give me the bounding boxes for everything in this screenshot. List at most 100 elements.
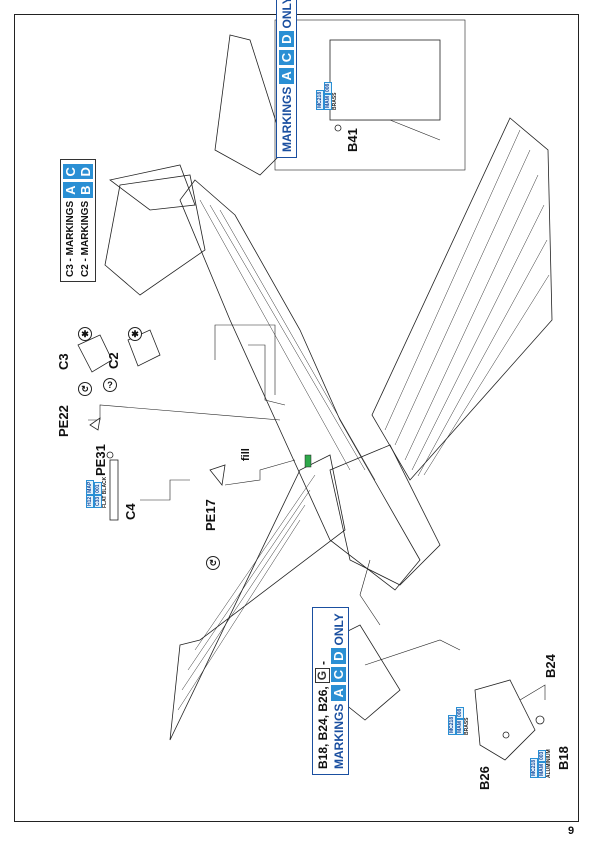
label-c3: C3	[56, 353, 71, 370]
washer-pe31	[106, 451, 114, 459]
paint-tag-b26-row2: MAM 008	[456, 706, 464, 735]
leader-c3	[214, 324, 276, 395]
leader-c2	[248, 344, 286, 406]
paint-tag-c4: H12 MAP C33 001 FLAT BLACK	[86, 477, 108, 508]
paint-tag-b26-row1: MC218	[448, 707, 456, 735]
variant-row-c3: C3 - MARKINGS A C	[63, 164, 78, 277]
bend-icon-pe22: ↻	[78, 382, 92, 396]
markings-bottom-prefix: MARKINGS	[331, 703, 346, 769]
tail-fin	[109, 164, 196, 211]
paint-tag-b18: MC218 MAM 003 ALUMINIUM	[530, 749, 552, 778]
paint-tag-b18-code1: MC218	[530, 757, 538, 778]
paint-tag-c4-code3: C33	[94, 494, 102, 508]
paint-tag-b41-row2: MAM 008	[324, 81, 332, 110]
paint-tag-b41-row1: MC218	[316, 82, 324, 110]
paint-tag-c4-name: FLAT BLACK	[102, 476, 108, 508]
leader-pe22	[88, 404, 281, 421]
variant-row-c3-letter-1: A	[63, 182, 78, 198]
label-pe17: PE17	[203, 499, 218, 531]
markings-bottom-letter-c: C	[331, 666, 346, 683]
label-b26: B26	[477, 766, 492, 790]
paint-tag-b26-name: BRASS	[464, 717, 470, 735]
leader-b26	[364, 639, 461, 666]
bend-icon-pe17: ↻	[206, 556, 220, 570]
label-b41: B41	[345, 128, 360, 152]
b26-part	[502, 731, 510, 739]
leader-c4	[140, 479, 190, 501]
question-icon: ?	[103, 378, 117, 392]
paint-tag-c4-code1: H12	[86, 494, 94, 508]
variant-row-c2-letter-2: D	[78, 164, 93, 180]
variant-row-c2: C2 - MARKINGS B D	[78, 164, 93, 277]
variant-row-c3-letter-2: C	[63, 164, 78, 180]
variant-box: C3 - MARKINGS A C C2 - MARKINGS B D	[60, 159, 96, 282]
pe17-bracket	[209, 464, 226, 486]
b41-part	[334, 124, 342, 132]
page-number: 9	[568, 825, 575, 837]
variant-row-c2-letter-1: B	[78, 182, 93, 198]
variant-row-c3-text: C3 - MARKINGS	[64, 200, 76, 277]
star-icon-c2: ✱	[128, 327, 142, 341]
markings-top-letter-a: A	[279, 68, 294, 84]
markings-bottom-suffix: ONLY	[331, 613, 346, 646]
markings-bottom-box: B18, B24, B26, G - MARKINGS A C D ONLY	[312, 607, 349, 775]
prop-shaft-c4	[109, 459, 119, 521]
paint-tag-b26-code3: 008	[456, 706, 464, 720]
paint-tag-c4-code2: MAP	[86, 479, 94, 495]
label-c2: C2	[106, 352, 121, 369]
markings-bottom-inner: B18, B24, B26, G - MARKINGS A C D ONLY	[312, 607, 349, 775]
c3-part	[77, 334, 113, 373]
label-pe31: PE31	[93, 444, 108, 476]
markings-bottom-line1: B18, B24, B26, G -	[315, 661, 330, 769]
paint-tag-b41-code2: MAM	[324, 94, 332, 110]
right-wing-outline	[371, 117, 553, 481]
tailplane-lower	[104, 174, 206, 296]
markings-bottom-g: G	[315, 667, 330, 684]
paint-tag-b26-code1: MC218	[448, 714, 456, 735]
paint-tag-b26: MC218 MAM 008 BRASS	[448, 706, 470, 735]
star-icon-c3: ✱	[78, 327, 92, 341]
variant-row-c2-text: C2 - MARKINGS	[79, 200, 91, 277]
engine-inset-drawing	[329, 39, 441, 121]
markings-bottom-parts: B18, B24, B26,	[315, 686, 330, 769]
markings-top-box: MARKINGS A C D ONLY	[276, 0, 297, 158]
left-wing-outline	[169, 454, 346, 741]
paint-tag-b41: MC218 MAM 008 BRASS	[316, 81, 338, 110]
paint-tag-c4-code4: 001	[94, 482, 102, 495]
paint-tag-b18-code2: MAM	[538, 762, 546, 778]
label-b18: B18	[556, 746, 571, 770]
tailplane-upper	[214, 34, 286, 176]
engine-inset-box	[274, 19, 466, 171]
b24-part	[535, 715, 545, 725]
paint-tag-b18-code3: 003	[538, 749, 546, 763]
markings-bottom-letter-d: D	[331, 648, 346, 664]
leader-b24	[519, 684, 546, 701]
markings-top-inner: MARKINGS A C D ONLY	[276, 0, 297, 158]
markings-bottom-line2: MARKINGS A C D ONLY	[331, 613, 346, 769]
engine-block	[329, 444, 441, 586]
paint-tag-b18-row2: MAM 003	[538, 749, 546, 778]
leader-cowling	[359, 559, 381, 626]
variant-box-inner: C3 - MARKINGS A C C2 - MARKINGS B D	[60, 159, 96, 282]
markings-bottom-letter-a: A	[331, 685, 346, 701]
fill-marker	[304, 454, 312, 468]
leader-pe17	[224, 459, 296, 486]
paint-tag-c4-row1: H12 MAP	[86, 477, 94, 508]
markings-top-letter-d: D	[279, 31, 294, 47]
paint-tag-b41-code3: 008	[324, 81, 332, 95]
paint-tag-b41-name: BRASS	[332, 92, 338, 110]
fuselage-outline	[179, 179, 421, 591]
markings-top-letter-c: C	[279, 49, 294, 66]
label-fill: fill	[240, 448, 252, 461]
paint-tag-c4-row2: C33 001	[94, 477, 102, 508]
markings-top-suffix: ONLY	[279, 0, 294, 29]
paint-tag-b26-code2: MAM	[456, 719, 464, 735]
paint-tag-b41-code1: MC218	[316, 89, 324, 110]
label-b24: B24	[543, 654, 558, 678]
label-pe22: PE22	[56, 405, 71, 437]
label-c4: C4	[123, 503, 138, 520]
markings-top-prefix: MARKINGS	[279, 86, 294, 152]
paint-tag-b18-name: ALUMINIUM	[546, 749, 552, 778]
radiator-shell	[474, 679, 536, 761]
